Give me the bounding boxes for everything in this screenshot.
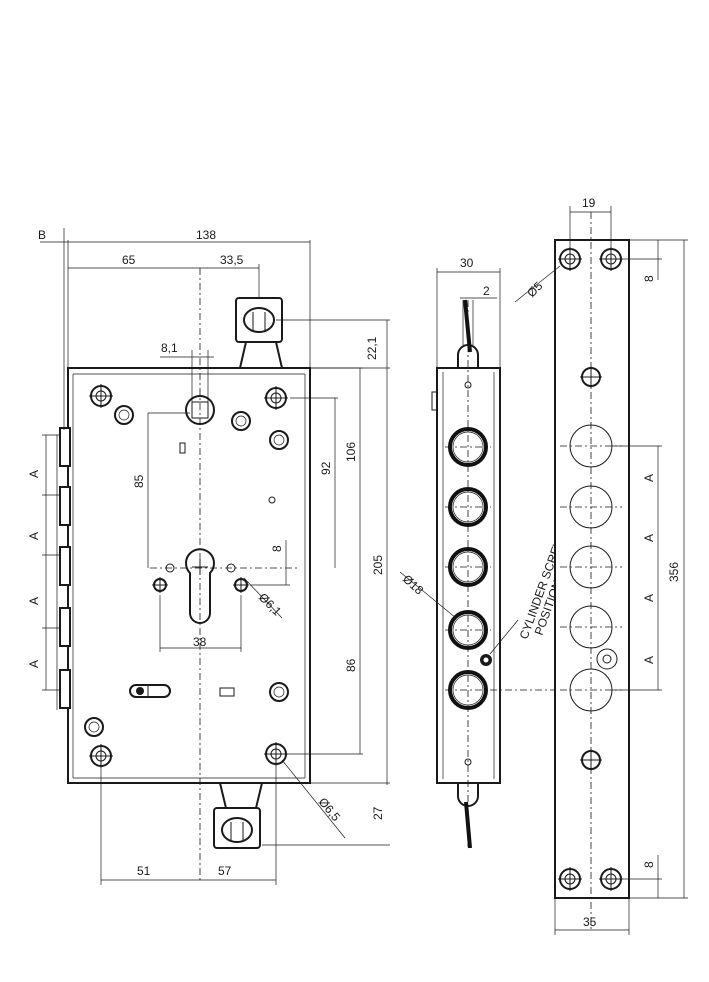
dim-2: 2: [483, 284, 490, 298]
dim-phi-6-5: Ø6,5: [316, 795, 344, 824]
cylinder-profile: [185, 548, 215, 624]
front-view: B 138 65 33,5 8,1 22,1 85 92 106 205 8 Ø…: [27, 228, 390, 885]
bolt-spacing-a: A: [642, 656, 656, 664]
cylinder-screw-left: [152, 577, 168, 593]
bolt-spacing-a: A: [27, 597, 41, 605]
small-slot: [179, 442, 186, 454]
dim-33-5: 33,5: [220, 253, 244, 267]
bolt-spacing-a: A: [27, 532, 41, 540]
screw-bottom-right: [264, 742, 288, 766]
dim-106: 106: [344, 442, 358, 462]
screw-top-left: [89, 384, 113, 408]
dim-phi-5: Ø5: [524, 279, 545, 300]
side-case: [436, 367, 501, 784]
dim-8-top: 8: [642, 275, 656, 282]
bolt-spacing-a: A: [27, 660, 41, 668]
small-window: [219, 687, 235, 697]
faceplate-screws: [558, 247, 623, 891]
dim-19: 19: [582, 196, 596, 210]
front-rivets: [84, 405, 289, 737]
dim-8-1: 8,1: [161, 341, 178, 355]
faceplate: [554, 239, 630, 899]
dim-205: 205: [371, 555, 385, 575]
screw-top-right: [264, 386, 288, 410]
dim-35: 35: [583, 915, 597, 929]
dim-27: 27: [371, 806, 385, 820]
dim-30: 30: [460, 256, 474, 270]
front-screws: [89, 384, 288, 768]
bottom-rod-connector: [213, 782, 263, 849]
faceplate-view: 19 Ø5 8 356 8 35 A A A A: [514, 196, 688, 935]
dim-356: 356: [667, 562, 681, 582]
dim-width: 138: [196, 228, 216, 242]
dim-92: 92: [319, 461, 333, 475]
front-bolts: [59, 427, 71, 709]
cylinder-screw-right: [233, 577, 249, 593]
lower-slot: [129, 684, 171, 698]
dim-backset: B: [38, 228, 46, 242]
dim-22-1: 22,1: [365, 336, 379, 360]
dim-38: 38: [193, 635, 207, 649]
bolt-spacing-a: A: [642, 474, 656, 482]
bolt-spacing-a: A: [642, 594, 656, 602]
dim-65: 65: [122, 253, 136, 267]
dim-85: 85: [132, 474, 146, 488]
bolt-spacing-a: A: [27, 470, 41, 478]
dim-8: 8: [270, 545, 284, 552]
screw-bottom-left: [89, 744, 113, 768]
dim-8-bottom: 8: [642, 861, 656, 868]
dim-86: 86: [344, 658, 358, 672]
side-view: 30 2 Ø18 CYLINDER SCREW POSITION: [399, 256, 567, 850]
cylinder-screw-hole: [596, 648, 618, 670]
dim-57: 57: [218, 864, 232, 878]
top-rod-connector: [235, 297, 283, 369]
bolt-spacing-a: A: [642, 534, 656, 542]
dim-51: 51: [137, 864, 151, 878]
